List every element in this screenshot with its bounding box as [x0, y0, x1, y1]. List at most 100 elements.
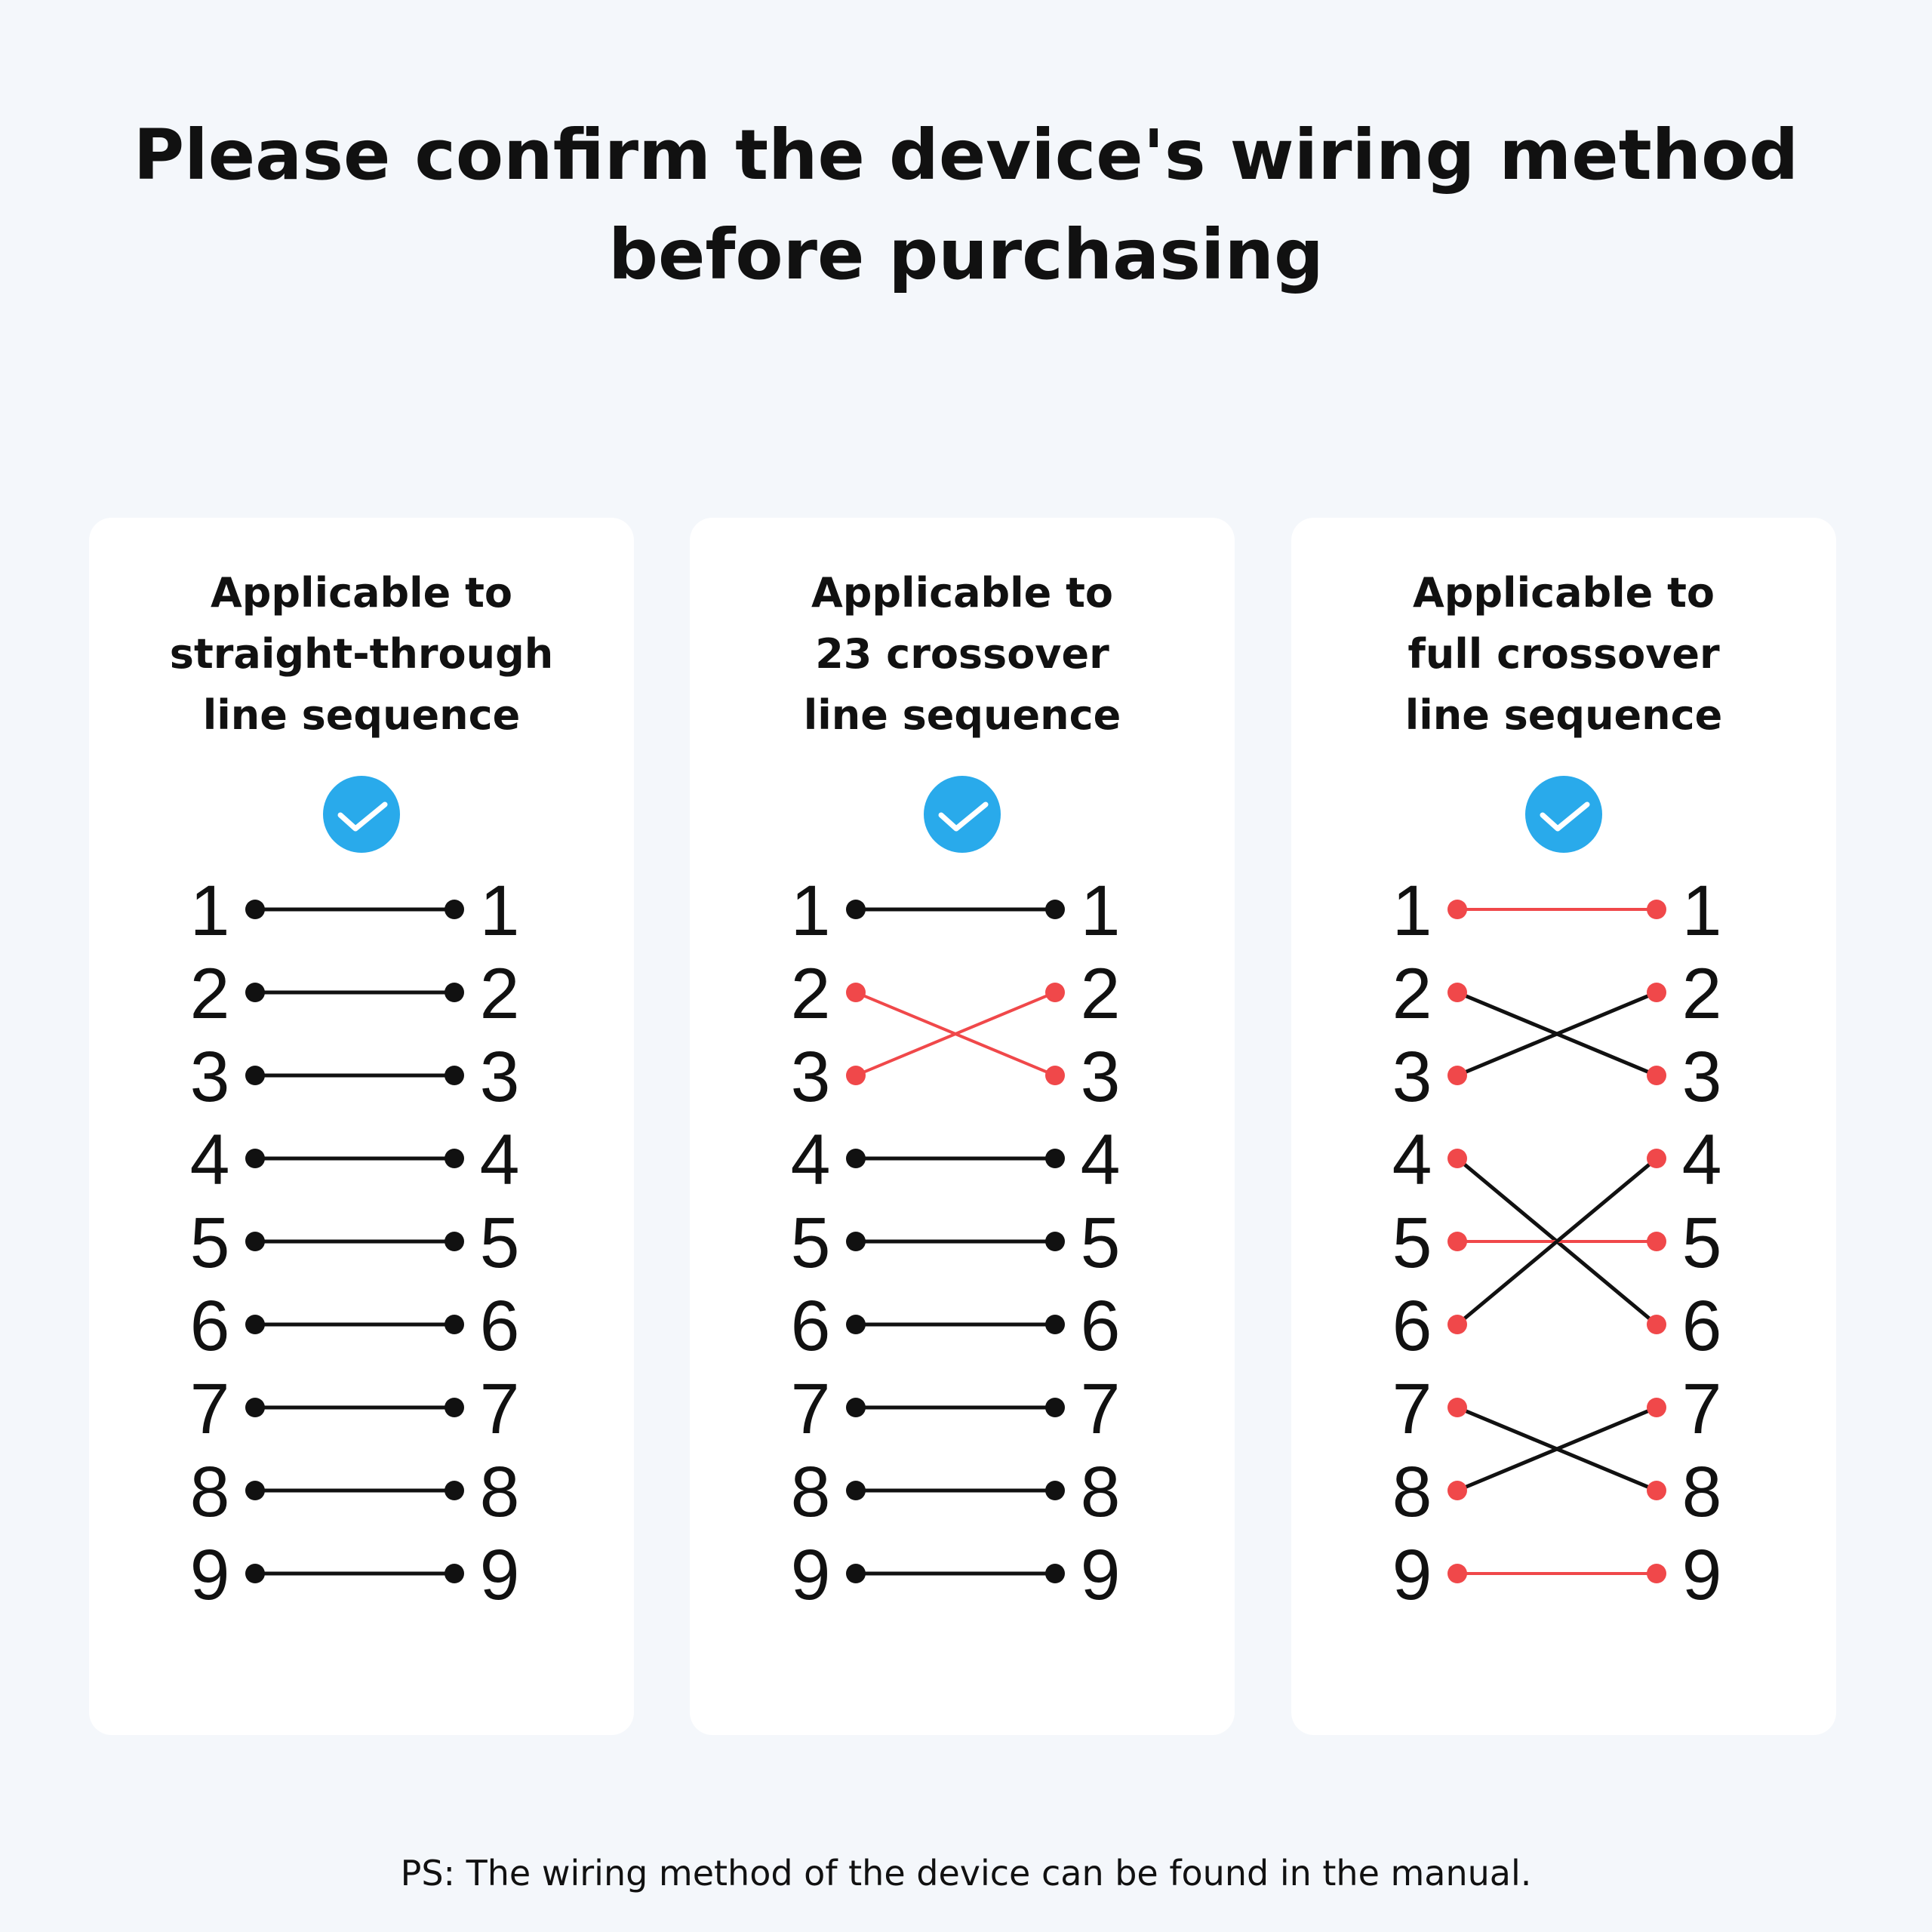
- pin-dot-left: [1447, 1315, 1467, 1334]
- card-heading-line: line sequence: [1404, 691, 1723, 739]
- pin-label-left: 7: [1392, 1369, 1432, 1449]
- pin-dot-left: [846, 1232, 866, 1251]
- pin-dot-left: [245, 1564, 265, 1583]
- pin-label-right: 2: [1081, 954, 1121, 1034]
- pin-label-right: 7: [1682, 1369, 1722, 1449]
- pin-dot-left: [1447, 900, 1467, 919]
- pin-dot-right: [445, 1481, 464, 1500]
- pin-label-right: 3: [1682, 1037, 1722, 1117]
- pin-label-right: 1: [1081, 871, 1121, 951]
- pin-dot-right: [1647, 1564, 1666, 1583]
- pin-label-right: 7: [480, 1369, 520, 1449]
- pin-label-left: 3: [791, 1037, 831, 1117]
- pin-label-left: 3: [190, 1037, 230, 1117]
- pin-dot-left: [846, 1564, 866, 1583]
- check-mark: [1540, 801, 1590, 832]
- pin-label-left: 6: [1392, 1286, 1432, 1366]
- card-heading-line: line sequence: [202, 691, 521, 739]
- card-heading-line: straight-through: [169, 630, 554, 678]
- pin-dot-left: [1447, 1481, 1467, 1500]
- pin-dot-right: [1647, 900, 1666, 919]
- pin-label-left: 2: [791, 954, 831, 1034]
- pin-dot-right: [1647, 983, 1666, 1002]
- check-circle-icon: [924, 776, 1001, 853]
- page-title: Please confirm the device's wiring metho…: [0, 106, 1932, 305]
- pin-dot-right: [1647, 1481, 1666, 1500]
- pin-label-left: 5: [791, 1203, 831, 1283]
- pin-dot-left: [245, 1481, 265, 1500]
- card-heading-line: Applicable to: [811, 569, 1114, 617]
- pin-dot-left: [245, 1315, 265, 1334]
- pin-label-right: 6: [480, 1286, 520, 1366]
- pin-dot-right: [1647, 1232, 1666, 1251]
- pin-dot-left: [245, 1149, 265, 1168]
- card-full-crossover: Applicable to full crossover line sequen…: [1291, 518, 1836, 1735]
- pin-label-left: 3: [1392, 1037, 1432, 1117]
- pin-label-right: 4: [1081, 1120, 1121, 1200]
- pin-dot-right: [1045, 1066, 1065, 1085]
- pin-dot-right: [445, 983, 464, 1002]
- pin-label-left: 2: [1392, 954, 1432, 1034]
- pin-label-left: 7: [791, 1369, 831, 1449]
- check-circle: [323, 776, 400, 853]
- pin-label-right: 6: [1682, 1286, 1722, 1366]
- pin-label-right: 2: [480, 954, 520, 1034]
- pin-dot-right: [445, 1149, 464, 1168]
- card-heading-line: 23 crossover: [815, 630, 1109, 678]
- card-heading: Applicable to full crossover line sequen…: [1291, 562, 1836, 746]
- pin-dot-right: [1045, 1398, 1065, 1417]
- pin-dot-right: [1045, 1149, 1065, 1168]
- pin-label-right: 8: [1081, 1452, 1121, 1532]
- pin-dot-left: [245, 1232, 265, 1251]
- pin-dot-right: [445, 1232, 464, 1251]
- pin-label-right: 1: [480, 871, 520, 951]
- card-heading-line: Applicable to: [1412, 569, 1715, 617]
- pin-label-left: 1: [791, 871, 831, 951]
- pin-label-left: 5: [190, 1203, 230, 1283]
- pin-label-left: 6: [791, 1286, 831, 1366]
- card-heading: Applicable to straight-through line sequ…: [89, 562, 634, 746]
- check-mark: [938, 801, 989, 832]
- pin-label-right: 2: [1682, 954, 1722, 1034]
- pin-dot-left: [245, 1066, 265, 1085]
- wire-8-to-7: [1457, 1405, 1657, 1493]
- card-heading-line: full crossover: [1407, 630, 1720, 678]
- pin-label-right: 7: [1081, 1369, 1121, 1449]
- pin-label-right: 1: [1682, 871, 1722, 951]
- pin-label-left: 4: [791, 1120, 831, 1200]
- pin-dot-left: [846, 900, 866, 919]
- pin-label-right: 5: [1682, 1203, 1722, 1283]
- pin-dot-right: [1045, 983, 1065, 1002]
- pin-dot-left: [846, 1398, 866, 1417]
- pin-label-right: 9: [480, 1535, 520, 1615]
- pin-dot-right: [445, 1398, 464, 1417]
- pin-dot-right: [1045, 900, 1065, 919]
- pin-label-left: 5: [1392, 1203, 1432, 1283]
- pin-dot-left: [1447, 1066, 1467, 1085]
- pin-dot-right: [1647, 1315, 1666, 1334]
- pin-dot-right: [445, 900, 464, 919]
- footer-note: PS: The wiring method of the device can …: [400, 1853, 1532, 1894]
- pin-label-left: 2: [190, 954, 230, 1034]
- pin-label-right: 5: [1081, 1203, 1121, 1283]
- pin-label-right: 3: [1081, 1037, 1121, 1117]
- pin-label-left: 8: [190, 1452, 230, 1532]
- pin-dot-right: [1045, 1564, 1065, 1583]
- pin-label-left: 8: [1392, 1452, 1432, 1532]
- pin-label-left: 1: [190, 871, 230, 951]
- card-heading: Applicable to 23 crossover line sequence: [690, 562, 1235, 746]
- pin-label-right: 8: [480, 1452, 520, 1532]
- check-circle-icon: [323, 776, 400, 853]
- pin-label-left: 1: [1392, 871, 1432, 951]
- pin-label-left: 6: [190, 1286, 230, 1366]
- wire-3-to-2: [1457, 990, 1657, 1078]
- pin-dot-left: [1447, 1398, 1467, 1417]
- pin-label-left: 4: [1392, 1120, 1432, 1200]
- pin-label-left: 9: [1392, 1535, 1432, 1615]
- pin-dot-left: [245, 900, 265, 919]
- pin-dot-right: [1045, 1315, 1065, 1334]
- pin-dot-right: [1647, 1149, 1666, 1168]
